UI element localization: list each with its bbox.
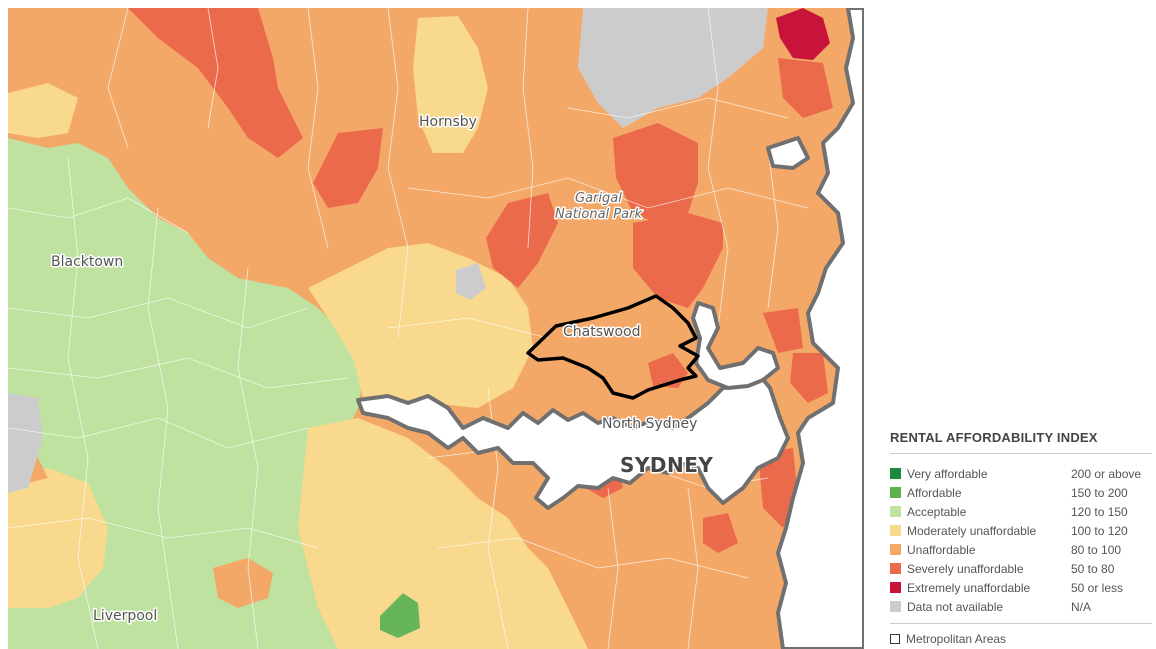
legend-item-range: 50 or less [1071, 580, 1124, 595]
region-moderate-south[interactable] [298, 418, 588, 649]
suburb-boundaries [8, 8, 809, 649]
legend-item[interactable]: Acceptable 120 to 150 [890, 502, 1152, 521]
legend-item[interactable]: Moderately unaffordable 100 to 120 [890, 521, 1152, 540]
label-chatswood: Chatswood [563, 324, 640, 340]
legend-swatch [890, 468, 901, 479]
region-severe-4[interactable] [613, 123, 698, 228]
legend-item[interactable]: Data not available N/A [890, 597, 1152, 616]
map-view[interactable]: Hornsby Blacktown Garigal National Park … [8, 8, 864, 649]
label-north-sydney: North Sydney [602, 416, 697, 432]
choropleth-map[interactable]: Hornsby Blacktown Garigal National Park … [8, 8, 864, 649]
legend-item-label: Data not available [907, 599, 1004, 614]
region-extreme[interactable] [776, 8, 830, 60]
label-liverpool: Liverpool [93, 608, 157, 624]
legend-item-range: 150 to 200 [1071, 485, 1128, 500]
legend-swatch [890, 582, 901, 593]
legend-swatch [890, 563, 901, 574]
legend-item-label: Very affordable [907, 466, 988, 481]
sydney-harbour[interactable] [356, 371, 790, 510]
legend-item-label: Affordable [907, 485, 962, 500]
legend-item[interactable]: Severely unaffordable 50 to 80 [890, 559, 1152, 578]
legend-swatch [890, 525, 901, 536]
region-severe-6[interactable] [778, 58, 833, 118]
region-no-data-west[interactable] [8, 393, 43, 493]
pacific-ocean[interactable] [776, 8, 864, 649]
legend-item-range: 120 to 150 [1071, 504, 1128, 519]
legend-item-range: 80 to 100 [1071, 542, 1122, 557]
legend-item-label: Severely unaffordable [907, 561, 1024, 576]
legend-title: RENTAL AFFORDABILITY INDEX [890, 430, 1152, 454]
region-moderate-west-lower[interactable] [8, 468, 108, 608]
label-blacktown: Blacktown [51, 254, 123, 270]
region-severe-8[interactable] [790, 353, 828, 403]
legend-item-range: 50 to 80 [1071, 561, 1115, 576]
region-severe-7[interactable] [763, 308, 803, 353]
map-legend: RENTAL AFFORDABILITY INDEX Very affordab… [890, 430, 1152, 646]
label-national-park: National Park [555, 207, 642, 222]
metropolitan-area-outline[interactable] [526, 294, 700, 400]
legend-item-range: 200 or above [1071, 466, 1142, 481]
legend-item-label: Acceptable [907, 504, 967, 519]
region-moderate-hornsby[interactable] [413, 16, 488, 153]
legend-swatch [890, 506, 901, 517]
region-severe-9[interactable] [758, 448, 798, 528]
legend-item[interactable]: Unaffordable 80 to 100 [890, 540, 1152, 559]
region-severe-11[interactable] [703, 513, 738, 553]
region-no-data-mid[interactable] [456, 263, 486, 300]
legend-swatch [890, 601, 901, 612]
legend-item-range: 100 to 120 [1071, 523, 1128, 538]
region-moderate-northwest[interactable] [8, 83, 78, 138]
legend-swatch [890, 487, 901, 498]
region-severe-5[interactable] [633, 213, 723, 308]
legend-item[interactable]: Affordable 150 to 200 [890, 483, 1152, 502]
region-severe-3[interactable] [486, 193, 558, 288]
legend-item-label: Extremely unaffordable [907, 580, 1031, 595]
legend-item-range: N/A [1071, 599, 1092, 614]
region-severe-2[interactable] [313, 128, 383, 208]
label-hornsby: Hornsby [419, 114, 477, 130]
region-unaffordable-southwest[interactable] [213, 558, 273, 608]
label-garigal: Garigal [575, 191, 622, 206]
legend-item-label: Moderately unaffordable [907, 523, 1037, 538]
legend-swatch [890, 544, 901, 555]
legend-metro-areas[interactable]: Metropolitan Areas [890, 632, 1152, 646]
metro-area-square-icon [890, 634, 900, 644]
label-sydney: SYDNEY [620, 453, 713, 477]
legend-item-label: Unaffordable [907, 542, 976, 557]
northern-inlet[interactable] [766, 136, 810, 170]
region-no-data-north[interactable] [578, 8, 768, 128]
legend-item[interactable]: Very affordable 200 or above [890, 464, 1152, 483]
legend-item[interactable]: Extremely unaffordable 50 or less [890, 578, 1152, 597]
legend-metro-label: Metropolitan Areas [906, 632, 1007, 646]
region-affordable[interactable] [380, 593, 420, 638]
legend-divider [890, 623, 1152, 624]
